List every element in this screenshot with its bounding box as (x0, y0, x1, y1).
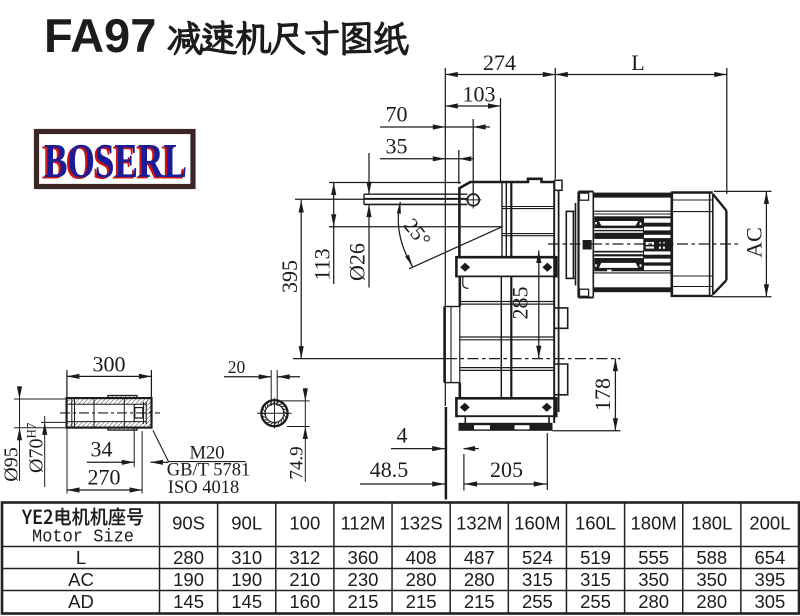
svg-text:205: 205 (490, 457, 523, 482)
svg-text:588: 588 (696, 547, 727, 568)
svg-text:255: 255 (522, 591, 553, 612)
svg-text:315: 315 (522, 569, 553, 590)
svg-text:215: 215 (464, 591, 495, 612)
svg-text:280: 280 (173, 547, 204, 568)
svg-text:112M: 112M (341, 513, 386, 534)
svg-text:74.9: 74.9 (287, 446, 308, 479)
svg-text:113: 113 (310, 248, 335, 280)
svg-text:312: 312 (289, 547, 320, 568)
svg-text:487: 487 (464, 547, 495, 568)
svg-text:L: L (76, 547, 86, 568)
svg-text:AD: AD (68, 591, 94, 612)
svg-text:350: 350 (696, 569, 727, 590)
svg-text:210: 210 (289, 569, 320, 590)
svg-text:Ø26: Ø26 (345, 243, 370, 281)
svg-text:178: 178 (590, 378, 615, 411)
svg-text:90L: 90L (231, 513, 262, 534)
svg-text:190: 190 (231, 569, 262, 590)
svg-text:132M: 132M (456, 513, 502, 534)
svg-text:285: 285 (508, 287, 533, 320)
svg-text:215: 215 (406, 591, 437, 612)
svg-text:100: 100 (289, 513, 320, 534)
svg-text:Motor Size: Motor Size (32, 527, 134, 548)
svg-text:103: 103 (463, 82, 496, 107)
svg-text:BOSERL: BOSERL (42, 134, 185, 189)
svg-text:395: 395 (277, 260, 302, 293)
svg-text:215: 215 (348, 591, 379, 612)
svg-text:280: 280 (406, 569, 437, 590)
svg-text:408: 408 (406, 547, 437, 568)
svg-text:315: 315 (580, 569, 611, 590)
svg-text:270: 270 (88, 465, 121, 490)
svg-text:160: 160 (289, 591, 320, 612)
svg-text:280: 280 (696, 591, 727, 612)
svg-text:70: 70 (386, 102, 408, 127)
svg-text:4: 4 (397, 423, 408, 448)
svg-text:200L: 200L (749, 513, 790, 534)
svg-text:L: L (631, 50, 644, 75)
svg-text:BOSERL: BOSERL (44, 133, 187, 188)
svg-text:519: 519 (580, 547, 611, 568)
svg-text:180L: 180L (691, 513, 732, 534)
svg-text:145: 145 (173, 591, 204, 612)
svg-text:555: 555 (638, 547, 669, 568)
svg-text:280: 280 (638, 591, 669, 612)
svg-text:180M: 180M (631, 513, 677, 534)
svg-text:34: 34 (91, 437, 113, 462)
svg-text:190: 190 (173, 569, 204, 590)
svg-text:280: 280 (464, 569, 495, 590)
svg-text:132S: 132S (400, 513, 443, 534)
svg-text:160M: 160M (514, 513, 560, 534)
svg-text:654: 654 (754, 547, 785, 568)
svg-text:35: 35 (386, 134, 408, 159)
svg-text:160L: 160L (575, 513, 616, 534)
svg-text:310: 310 (231, 547, 262, 568)
svg-text:GB/T 5781: GB/T 5781 (167, 460, 250, 480)
svg-text:305: 305 (754, 591, 785, 612)
svg-text:Ø95: Ø95 (1, 447, 23, 481)
svg-text:20: 20 (228, 357, 246, 377)
svg-text:395: 395 (754, 569, 785, 590)
svg-text:524: 524 (522, 547, 553, 568)
svg-text:ISO 4018: ISO 4018 (168, 478, 239, 498)
svg-text:360: 360 (348, 547, 379, 568)
svg-text:350: 350 (638, 569, 669, 590)
svg-text:145: 145 (231, 591, 262, 612)
svg-text:300: 300 (93, 352, 126, 377)
svg-text:FA97: FA97 (44, 9, 156, 62)
svg-text:90S: 90S (172, 513, 205, 534)
svg-text:AC: AC (742, 227, 767, 258)
svg-text:255: 255 (580, 591, 611, 612)
svg-text:230: 230 (348, 569, 379, 590)
svg-text:M20: M20 (190, 444, 225, 464)
svg-text:274: 274 (483, 50, 516, 75)
svg-text:AC: AC (68, 569, 94, 590)
svg-text:48.5: 48.5 (370, 457, 409, 482)
